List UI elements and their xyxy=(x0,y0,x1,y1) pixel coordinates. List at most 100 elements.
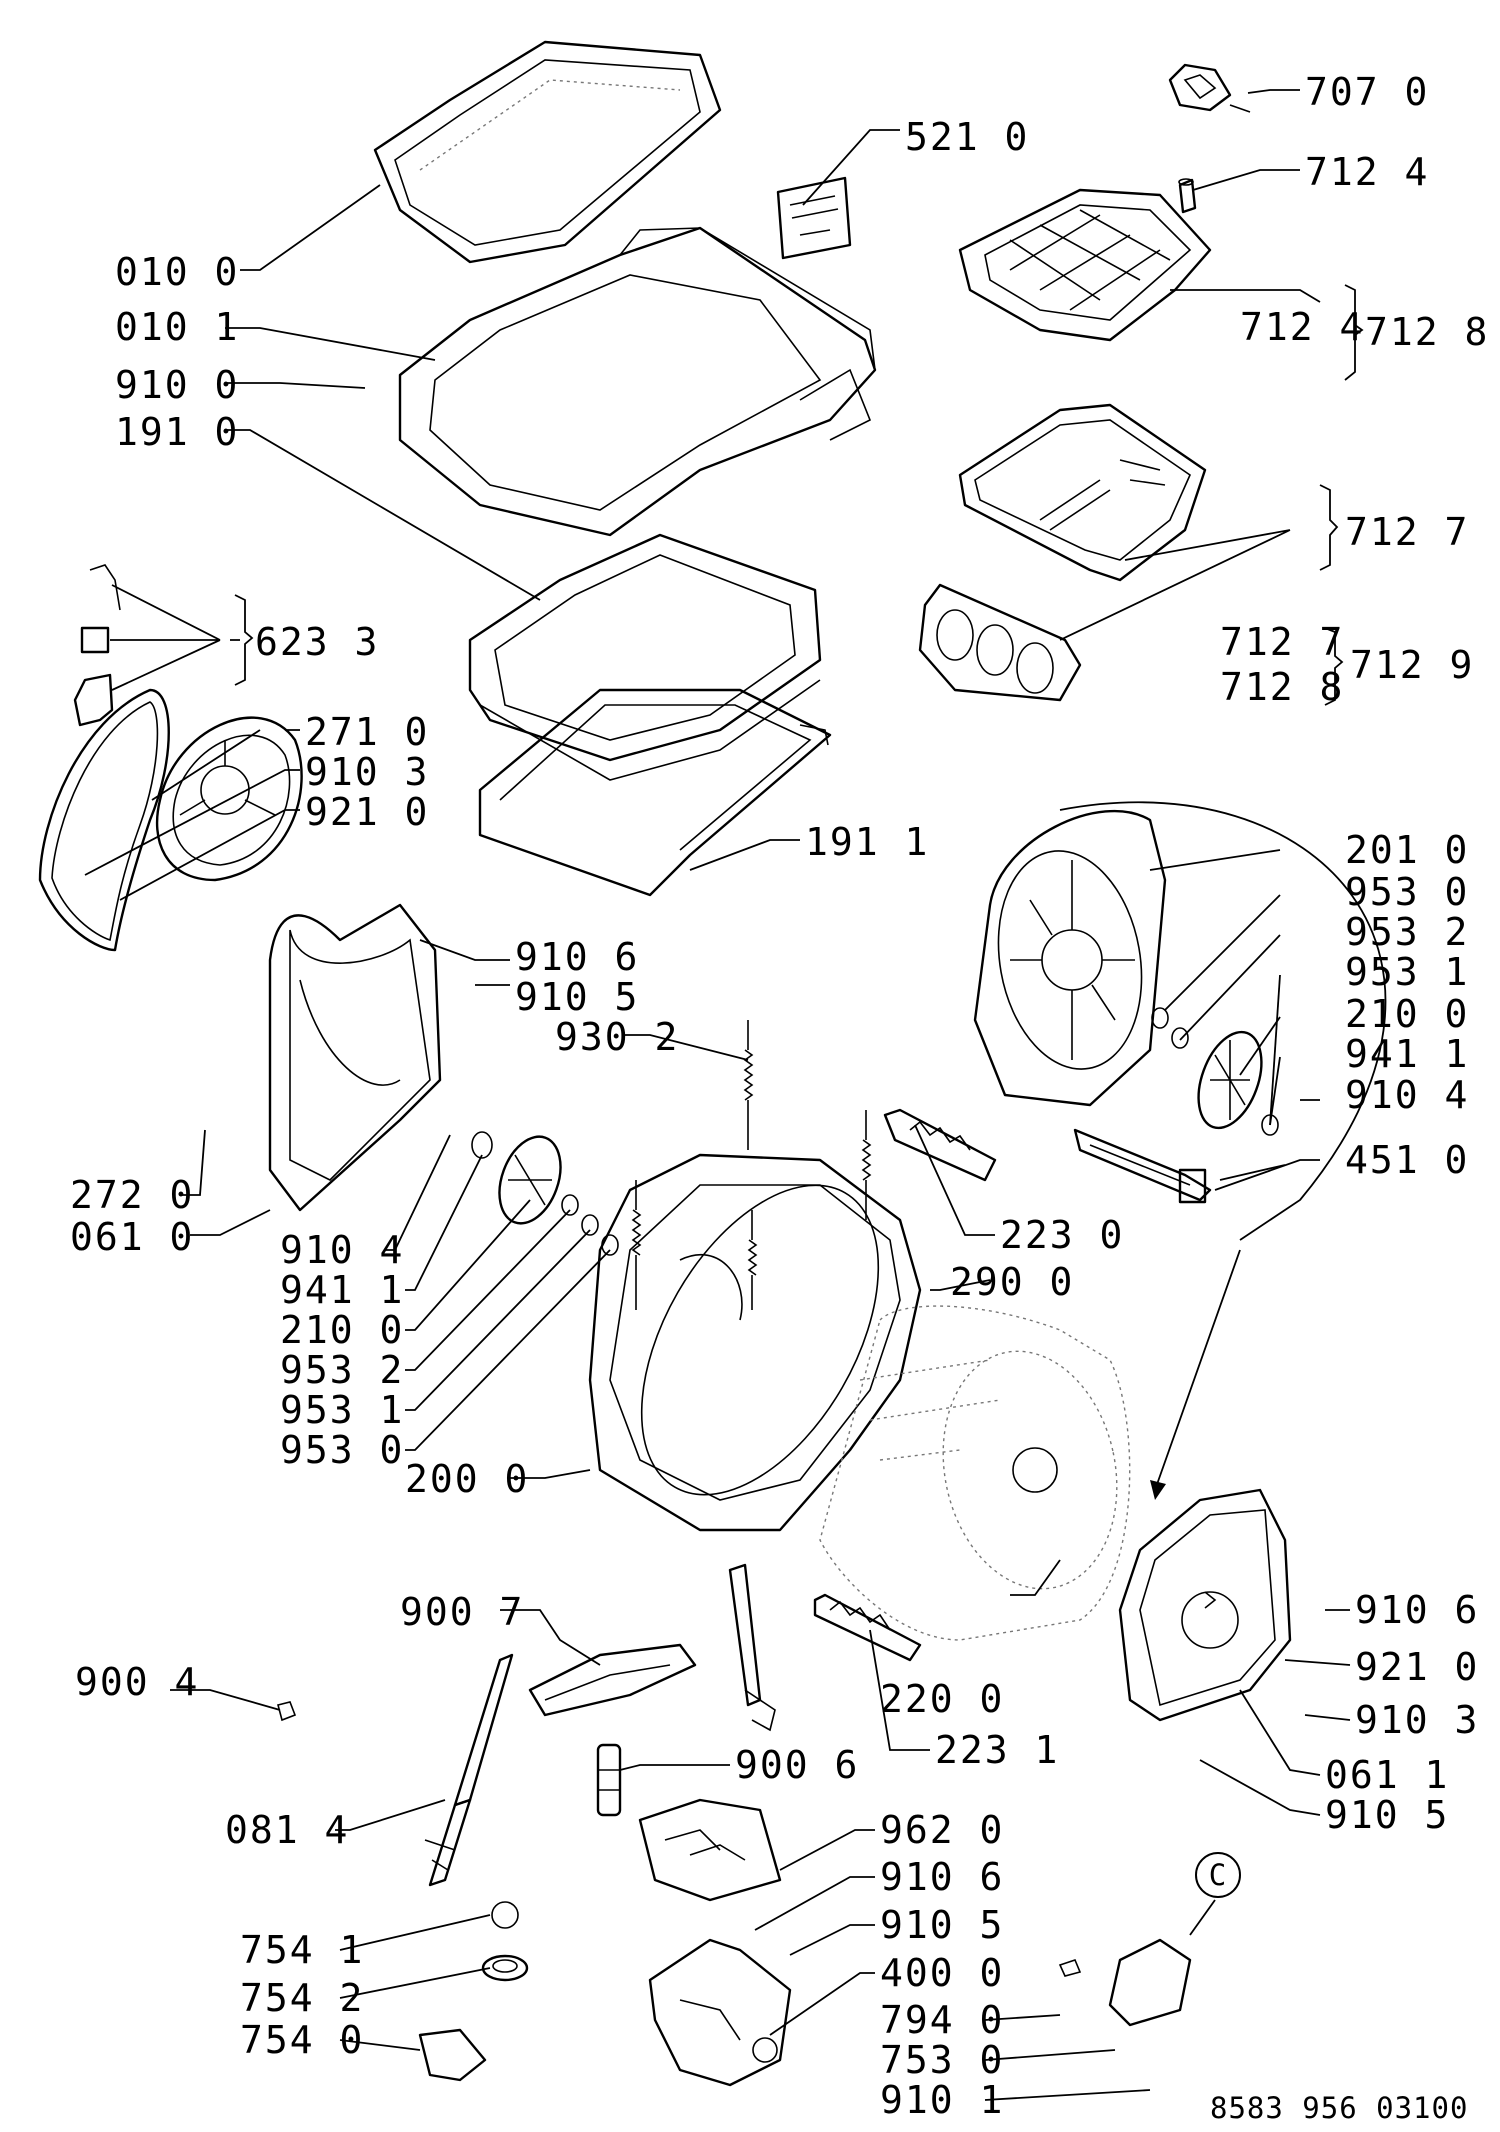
part-label: 223 0 xyxy=(1000,1213,1124,1257)
part-label: 623 3 xyxy=(255,620,379,664)
part-label: 081 4 xyxy=(225,1808,349,1852)
part-label: 941 1 xyxy=(1345,1032,1469,1076)
tub-front-half xyxy=(588,1153,922,1532)
drive-belt xyxy=(38,688,170,952)
part-label: 953 0 xyxy=(280,1428,404,1472)
damper-block-top xyxy=(883,1108,997,1182)
part-label: 962 0 xyxy=(880,1808,1004,1852)
part-label: 953 2 xyxy=(1345,910,1469,954)
part-labels: 707 0 521 0 712 4 010 0 010 1 910 0 191 … xyxy=(70,70,1489,2122)
part-label: 210 0 xyxy=(1345,992,1469,1036)
connector-part xyxy=(1168,63,1251,113)
damper-block-bottom xyxy=(813,1593,922,1662)
motor xyxy=(648,1938,792,2087)
part-label: 900 6 xyxy=(735,1743,859,1787)
heater-element xyxy=(1073,1128,1212,1204)
drum xyxy=(819,1305,1131,1641)
part-label: 753 0 xyxy=(880,2038,1004,2082)
part-label: 910 4 xyxy=(280,1228,404,1272)
nozzle-part xyxy=(1178,178,1197,214)
top-panel xyxy=(398,226,877,537)
part-label: 010 1 xyxy=(115,305,239,349)
part-label: 290 0 xyxy=(950,1260,1074,1304)
part-label: 707 0 xyxy=(1305,70,1429,114)
dispenser-tray xyxy=(958,403,1207,582)
part-label: 910 4 xyxy=(1345,1073,1469,1117)
tub-rear-half xyxy=(973,809,1167,1107)
level-sensor xyxy=(1058,1938,1192,2027)
label-plate xyxy=(776,176,852,260)
part-label: 712 8 xyxy=(1365,310,1489,354)
part-label: 910 5 xyxy=(515,975,639,1019)
top-lid-frame xyxy=(373,40,722,264)
part-label: 754 1 xyxy=(240,1928,364,1972)
part-label: 061 0 xyxy=(70,1215,194,1259)
part-label: 910 0 xyxy=(115,363,239,407)
shock-absorbers xyxy=(424,1563,776,1887)
tub-ring xyxy=(468,533,822,781)
part-label: 794 0 xyxy=(880,1998,1004,2042)
drawing-code: 8583 956 03100 xyxy=(1210,2091,1468,2125)
part-label: 191 0 xyxy=(115,410,239,454)
rear-cover-left xyxy=(268,903,442,1212)
part-label: 941 1 xyxy=(280,1268,404,1312)
part-label: 223 1 xyxy=(935,1728,1059,1772)
callout-letter: C xyxy=(1209,1858,1227,1892)
part-label: 953 1 xyxy=(280,1388,404,1432)
callout-circle: C xyxy=(1195,1852,1241,1898)
springs xyxy=(631,1020,872,1310)
part-label: 712 9 xyxy=(1350,643,1474,687)
hub-right xyxy=(1151,1007,1279,1136)
braces xyxy=(234,284,1364,706)
base-plate xyxy=(638,1798,782,1902)
pulley xyxy=(155,716,303,882)
part-label: 754 2 xyxy=(240,1976,364,2020)
sensor-parts xyxy=(73,564,121,727)
part-label: 910 5 xyxy=(1325,1793,1449,1837)
part-label: 921 0 xyxy=(305,790,429,834)
leader-lines xyxy=(84,89,1387,2101)
part-label: 200 0 xyxy=(405,1457,529,1501)
part-label: 910 3 xyxy=(305,750,429,794)
part-label: 712 8 xyxy=(1220,665,1344,709)
part-label: 900 7 xyxy=(400,1590,524,1634)
part-label: 754 0 xyxy=(240,2018,364,2062)
part-label: 910 6 xyxy=(515,935,639,979)
part-label: 220 0 xyxy=(880,1677,1004,1721)
filter-part xyxy=(596,1743,622,1817)
part-label: 953 1 xyxy=(1345,950,1469,994)
part-label: 451 0 xyxy=(1345,1138,1469,1182)
dispenser-front xyxy=(918,583,1082,702)
part-label: 712 7 xyxy=(1220,620,1344,664)
part-label: 272 0 xyxy=(70,1173,194,1217)
part-label: 910 1 xyxy=(880,2078,1004,2122)
part-label: 400 0 xyxy=(880,1951,1004,1995)
part-label: 010 0 xyxy=(115,250,239,294)
part-label: 271 0 xyxy=(305,710,429,754)
hub-left xyxy=(471,1131,619,1256)
part-label: 712 4 xyxy=(1240,305,1364,349)
bracket xyxy=(528,1643,697,1717)
part-label: 521 0 xyxy=(905,115,1029,159)
part-label: 712 4 xyxy=(1305,150,1429,194)
rear-cover-right xyxy=(1118,1488,1292,1722)
part-label: 921 0 xyxy=(1355,1645,1479,1689)
part-label: 930 2 xyxy=(555,1015,679,1059)
part-label: 712 7 xyxy=(1345,510,1469,554)
part-label: 191 1 xyxy=(805,820,929,864)
dispenser-cover xyxy=(958,188,1212,342)
part-label: 210 0 xyxy=(280,1308,404,1352)
part-label: 953 2 xyxy=(280,1348,404,1392)
part-label: 953 0 xyxy=(1345,870,1469,914)
seal-ring xyxy=(478,688,832,897)
clip xyxy=(277,1701,297,1722)
part-label: 910 5 xyxy=(880,1903,1004,1947)
part-label: 910 6 xyxy=(880,1855,1004,1899)
part-label: 201 0 xyxy=(1345,828,1469,872)
part-label: 061 1 xyxy=(1325,1753,1449,1797)
part-label: 910 6 xyxy=(1355,1588,1479,1632)
pump-parts xyxy=(418,1901,529,2082)
part-label: 910 3 xyxy=(1355,1698,1479,1742)
part-label: 900 4 xyxy=(75,1660,199,1704)
